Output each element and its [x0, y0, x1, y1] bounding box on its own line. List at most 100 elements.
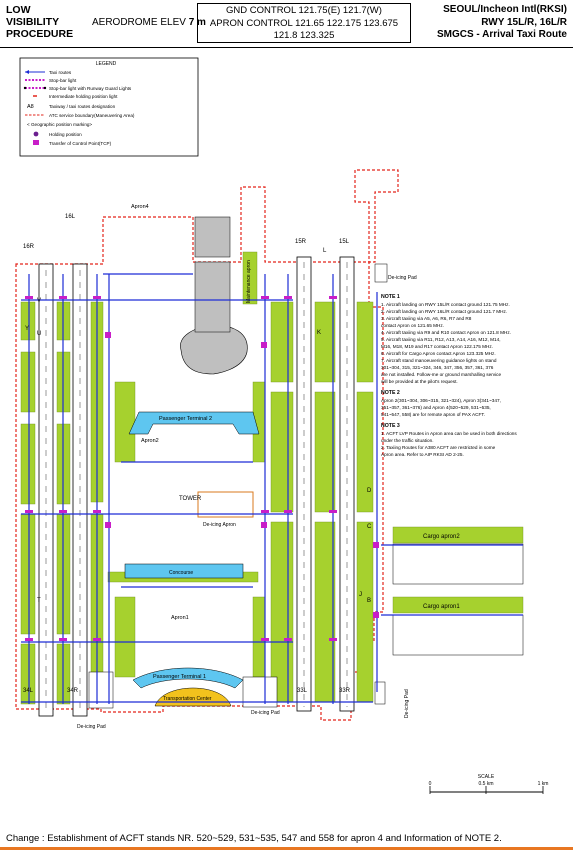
deicing-pad-label: De-icing Pad [251, 710, 280, 716]
runway-label-15l: 15L [339, 239, 350, 245]
grass-area [314, 301, 336, 383]
legend-frame [19, 57, 199, 157]
note-1-line: 3. Aircraft taxiing via A5, A6, R6, R7 a… [381, 316, 472, 321]
note-1-line: 7. Aircraft stand manoeuvering guidance … [381, 358, 497, 363]
passenger-terminal-2 [128, 411, 260, 435]
stop-bar [329, 638, 337, 641]
note-1-line: 5. Aircraft taxiing via R11, R12, A13, A… [381, 337, 501, 342]
stop-bar [25, 296, 33, 299]
footer-rule [0, 847, 573, 850]
midfield-concourse [180, 325, 248, 375]
frequency-line: GND CONTROL 121.75(E) 121.7(W) [226, 5, 382, 16]
stop-bar [284, 510, 292, 513]
taxiway-label: C [367, 524, 372, 530]
deicing-pad-label: De-icing Pad [77, 724, 106, 730]
note-1-line: 4. Aircraft taxiing via R9 and R10 conta… [381, 330, 511, 335]
taxiway-label: L [323, 248, 327, 254]
taxiway-label: B [367, 598, 371, 604]
stop-bar [329, 510, 337, 513]
grass-area [392, 596, 524, 614]
frequency-line: 121.8 123.325 [273, 30, 335, 41]
grass-area [356, 391, 374, 513]
stop-bar [284, 638, 292, 641]
runway-designators: RWY 15L/R, 16L/R [481, 16, 567, 28]
grass-area [20, 351, 36, 413]
maintenance-hangar [194, 261, 231, 333]
scale-bar: SCALE 0 0.5 km 1 km [429, 774, 548, 794]
elevation-label: AERODROME ELEV [92, 17, 186, 28]
note-1-line: 6. Aircraft for Cargo Apron contact Apro… [381, 351, 496, 356]
cargo-apron-2-area [392, 543, 524, 585]
procedure-title: LOW VISIBILITY PROCEDURE [6, 4, 73, 40]
legend-title: LEGEND [96, 61, 117, 67]
cargo-apron-1-label: Cargo apron1 [423, 604, 460, 610]
deicing-apron-label: De-icing Apron [203, 522, 236, 528]
arrow-icon [25, 70, 29, 74]
note-1-line: 2. Aircraft landing on RWY 16L/R contact… [381, 309, 507, 314]
grass-area [356, 301, 374, 383]
guard-light-dot [23, 86, 27, 90]
stop-bar [59, 296, 67, 299]
note-1-line: 1. Aircraft landing on RWY 15L/R contact… [381, 302, 510, 307]
grass-area [252, 596, 266, 678]
grass-area [314, 391, 336, 513]
concourse-label: Concourse [169, 570, 193, 576]
deicing-pad [374, 681, 386, 705]
taxiway-label: V [37, 298, 41, 304]
taxiway-label: K [317, 330, 321, 336]
note-2-line: Apron 2(301~304, 306~315, 321~324), Apro… [381, 398, 501, 403]
title-line: LOW [6, 4, 31, 16]
legend-item: Intermediate holding position light [49, 94, 118, 99]
stop-bar [329, 296, 337, 299]
cargo-apron-1-area [392, 614, 524, 656]
grass-areas [20, 251, 524, 705]
taxiway-label: Y [25, 326, 29, 332]
note-3-line: under the traffic situation. [381, 438, 434, 443]
grass-area [314, 521, 336, 703]
note-2-title: NOTE 2 [381, 390, 400, 396]
grass-area [114, 596, 136, 678]
grass-area [20, 423, 36, 505]
grass-area [392, 526, 524, 544]
chart-type: SMGCS - Arrival Taxi Route [436, 29, 567, 40]
tcp-marker [373, 542, 379, 548]
apron-1-label: Apron1 [171, 615, 189, 621]
note-1-line: are not installed. Follow-me or ground m… [381, 372, 501, 377]
maintenance-apron-label: Maintenance apron [246, 260, 252, 303]
notes: NOTE 1 1. Aircraft landing on RWY 15L/R … [381, 294, 517, 457]
runway-label-34l: 34L [23, 688, 34, 694]
scale-tick-label: 0 [429, 781, 432, 787]
title-line: PROCEDURE [6, 28, 74, 40]
legend-item: Stop-bar light [49, 78, 77, 83]
taxiway-label: T [37, 598, 41, 604]
passenger-terminal-1 [132, 667, 244, 689]
legend-item: Stop-bar light with Runway Guard Lights [49, 86, 132, 91]
taxiway-label: D [367, 488, 372, 494]
aerodrome-chart: LEGEND Taxi routes Stop-bar light Stop-b… [15, 57, 548, 794]
note-1-line: 301~304, 315, 321~324, 346, 347, 356, 35… [381, 365, 494, 370]
grass-area [20, 643, 36, 705]
deicing-pad [374, 263, 388, 283]
change-note: Change : Establishment of ACFT stands NR… [6, 833, 502, 844]
chart-header: LOW VISIBILITY PROCEDURE AERODROME ELEV … [0, 0, 573, 48]
deicing-pad-label: De-icing Pad [388, 275, 417, 281]
holding-position-icon [33, 131, 39, 137]
stop-bar [25, 638, 33, 641]
concourse-building [124, 563, 244, 579]
runway-label-15r: 15R [295, 239, 307, 245]
scale-title: SCALE [478, 774, 495, 780]
stop-bar [25, 510, 33, 513]
runway-label-34r: 34R [67, 688, 79, 694]
frequency-box: GND CONTROL 121.75(E) 121.7(W) APRON CON… [197, 3, 411, 43]
runway-label-16r: 16R [23, 244, 35, 250]
legend-item: Holding position [49, 132, 82, 137]
grass-area [114, 381, 136, 463]
transportation-center-label: Transportation Center [163, 696, 212, 702]
runway-label-33l: 33L [297, 688, 308, 694]
deicing-pad-label: De-icing Pad [404, 689, 410, 718]
note-1-line: M16, M18, M19 and R17 contact Apron 122.… [381, 344, 493, 349]
frequency-line: APRON CONTROL 121.65 122.175 123.675 [209, 17, 399, 29]
stop-bar [93, 296, 101, 299]
stop-bar [93, 638, 101, 641]
cargo-apron-2-label: Cargo apron2 [423, 534, 460, 540]
